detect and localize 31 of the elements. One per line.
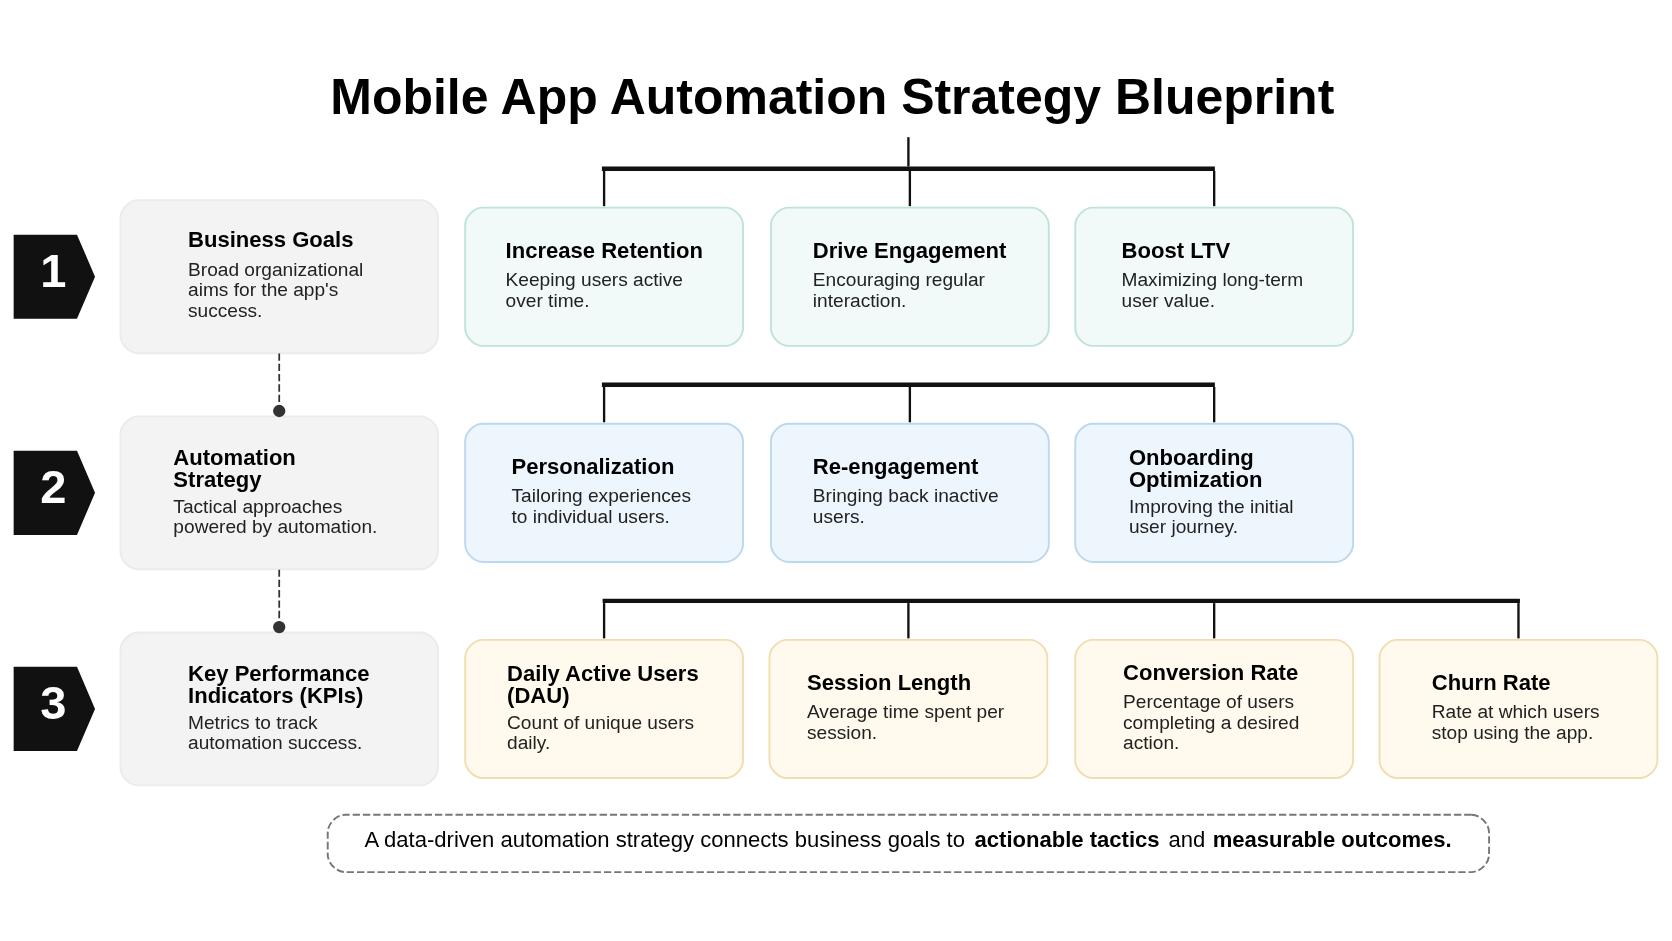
connector: [1213, 170, 1216, 206]
connector: [1517, 602, 1520, 638]
diagram-title: Mobile App Automation Strategy Blueprint: [330, 68, 1335, 125]
node-box: A data-driven automation strategy connects business goals to actionable tactics and measurable outcomes.: [326, 813, 1491, 873]
node-bar: [601, 166, 1215, 171]
connector: [273, 568, 286, 633]
connector: [908, 386, 912, 422]
node-box: Re-engagement Bringing back inactive users.: [770, 422, 1050, 563]
connector: [907, 136, 910, 166]
node-bar: [601, 382, 1215, 387]
connector: [602, 602, 606, 638]
node-box: Churn Rate Rate at which users stop using the app.: [1378, 638, 1659, 779]
node-box: Onboarding Optimization Improving the initial user journey.: [1074, 422, 1355, 563]
node-box: Increase Retention Keeping users active over time.: [464, 206, 744, 347]
connector: [602, 386, 606, 422]
node-box: Daily Active Users (DAU) Count of unique users daily.: [464, 638, 744, 779]
connector: [602, 170, 606, 206]
node-box: Personalization Tailoring experiences to individual users.: [464, 422, 744, 563]
node-box: Session Length Average time spent per session.: [768, 638, 1049, 779]
connector: [273, 352, 286, 417]
connector: [907, 602, 910, 638]
connector: [908, 170, 912, 206]
node-bar: [602, 598, 1520, 603]
node-box: Business Goals Broad organizational aims for the app's success.: [119, 198, 439, 354]
node-box: Automation Strategy Tactical approaches powered by automation.: [119, 414, 439, 570]
node-box: Conversion Rate Percentage of users completing a desired action.: [1074, 638, 1355, 779]
connector: [1213, 602, 1216, 638]
connector: [1213, 386, 1216, 422]
node-box: Boost LTV Maximizing long-term user value.: [1074, 206, 1355, 347]
node-box: Drive Engagement Encouraging regular interaction.: [770, 206, 1050, 347]
node-box: Key Performance Indicators (KPIs) Metrics to track automation success.: [119, 631, 439, 786]
